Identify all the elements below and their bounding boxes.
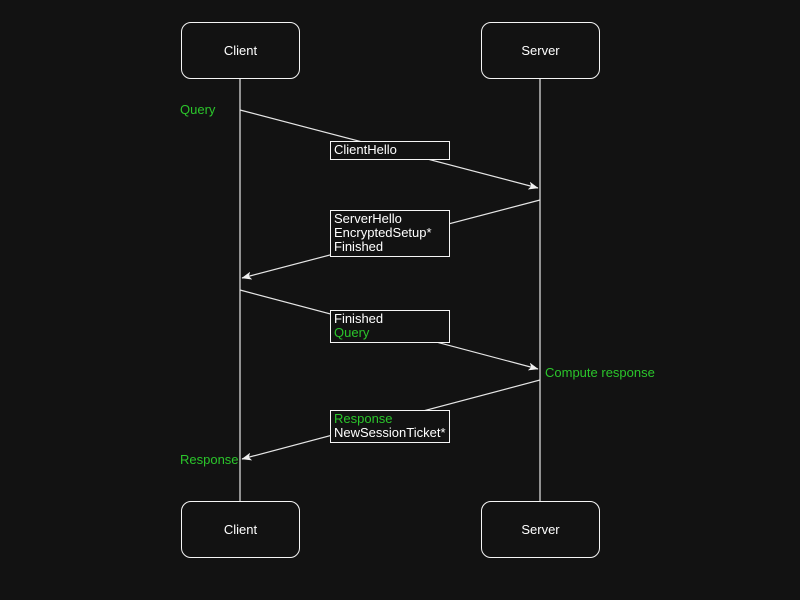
actor-client-top: Client bbox=[181, 22, 300, 79]
message-box-finished-query: Finished Query bbox=[330, 310, 450, 343]
actor-server-top-label: Server bbox=[521, 43, 560, 58]
actor-server-bottom-label: Server bbox=[521, 522, 560, 537]
message-clienthello-line1: ClientHello bbox=[334, 142, 397, 157]
message-serverhello-line2: EncryptedSetup* bbox=[334, 225, 432, 240]
message-query-line: Query bbox=[334, 325, 370, 340]
message-box-clienthello: ClientHello bbox=[330, 141, 450, 160]
actor-client-bottom-label: Client bbox=[223, 522, 258, 537]
message-response-line: Response bbox=[334, 411, 393, 426]
actor-server-top: Server bbox=[481, 22, 600, 79]
actor-client-top-label: Client bbox=[223, 43, 258, 58]
message-box-serverhello: ServerHello EncryptedSetup* Finished bbox=[330, 210, 450, 257]
annotation-response: Response bbox=[180, 452, 239, 467]
message-finished-line: Finished bbox=[334, 311, 384, 326]
message-serverhello-line3: Finished bbox=[334, 239, 384, 254]
message-newsessionticket-line: NewSessionTicket* bbox=[334, 425, 446, 440]
message-serverhello-line1: ServerHello bbox=[334, 211, 402, 226]
annotation-compute-response: Compute response bbox=[545, 365, 655, 380]
actor-client-bottom: Client bbox=[181, 501, 300, 558]
annotation-query: Query bbox=[180, 102, 216, 117]
actor-server-bottom: Server bbox=[481, 501, 600, 558]
message-box-response-ticket: Response NewSessionTicket* bbox=[330, 410, 450, 443]
